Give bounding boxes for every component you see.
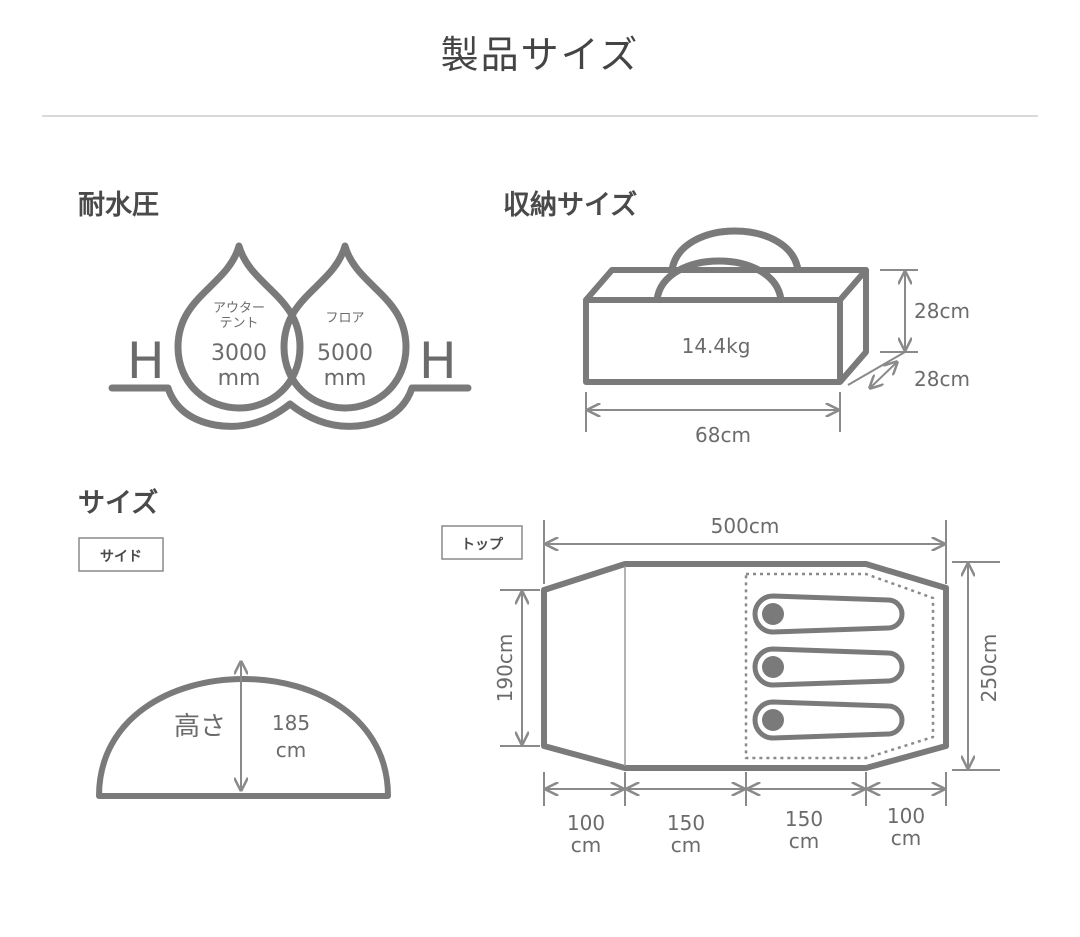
floor-unit: mm [324,366,367,391]
sleeping-bags [752,593,905,741]
page-title: 製品サイズ [441,33,640,77]
segment-4-value: 100 [887,804,925,828]
outer-tent-label-2: テント [219,316,258,331]
side-dome [96,676,391,799]
storage-size-heading: 収納サイズ [503,189,637,221]
top-tag: トップ [461,537,504,553]
h-right: H [419,332,457,390]
bag-depth-label: 28cm [914,367,970,391]
ground-line [108,384,472,430]
bag-width-label: 68cm [695,423,751,447]
inner-tent-dotted [744,572,935,760]
front-width-label: 190cm [493,634,517,703]
segment-2-value: 150 [667,811,705,835]
sleeping-bag-1 [752,593,905,635]
water-pressure-figure [108,242,472,430]
drop-left-icon [174,242,304,412]
floor-value: 5000 [317,341,373,366]
storage-dimension-lines [585,269,918,432]
floor-label: フロア [325,311,364,326]
tent-outline [541,561,949,771]
bag-box [583,267,869,385]
segment-1-value: 100 [567,811,605,835]
h-left: H [127,332,165,390]
total-length-label: 500cm [711,514,780,538]
drop-right-icon [280,242,410,412]
sleeping-bag-3 [752,699,905,741]
segment-3-unit: cm [789,829,819,853]
height-value: 185 [272,711,310,735]
segment-4-unit: cm [891,826,921,850]
height-label: 高さ [174,712,226,742]
height-unit: cm [276,738,306,762]
storage-bag-figure [583,227,869,385]
segment-3-value: 150 [785,807,823,831]
water-pressure-heading: 耐水圧 [78,190,159,221]
bag-weight: 14.4kg [682,334,751,358]
bag-handle-back [668,227,802,271]
outer-tent-label-1: アウター [213,301,265,316]
rear-width-label: 250cm [977,634,1001,703]
side-tag: サイド [100,549,142,565]
top-view-dimension-lines [500,520,1000,806]
bag-height-label: 28cm [914,299,970,323]
side-tag-box [78,537,164,572]
outer-tent-unit: mm [218,366,261,391]
size-heading: サイズ [78,487,158,519]
segment-2-unit: cm [671,833,701,857]
segment-1-unit: cm [571,833,601,857]
bag-handle-front [653,257,785,301]
top-view-tent [541,561,949,771]
outer-tent-value: 3000 [211,341,267,366]
top-tag-box [441,525,523,560]
sleeping-bag-2 [752,646,905,688]
